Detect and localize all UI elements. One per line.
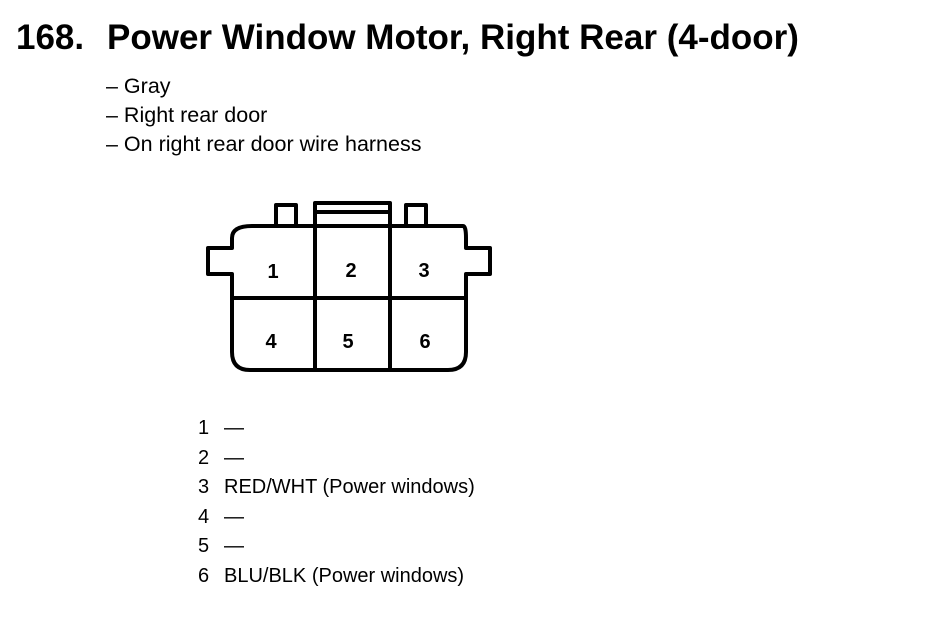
list-item: 2— (198, 444, 475, 474)
connector-housing (206, 224, 492, 372)
pin-1-label: 1 (267, 261, 278, 283)
section-number: 168. (16, 18, 85, 57)
pin-wire: — (224, 535, 244, 558)
pin-wire: — (224, 505, 244, 528)
pin-3-label: 3 (418, 260, 429, 282)
left-latch (274, 203, 298, 228)
pin-number: 5 (198, 535, 210, 558)
pin-wire: — (224, 417, 244, 439)
detail-location: – Right rear door (106, 103, 268, 127)
list-item: 4— (198, 503, 475, 533)
section-title: Power Window Motor, Right Rear (4-door) (107, 18, 799, 57)
list-item: 3 RED/WHT (Power windows) (198, 473, 475, 503)
center-key (313, 201, 392, 228)
pin-wire: — (224, 446, 244, 469)
pin-wire: BLU/BLK (Power windows) (224, 564, 465, 587)
pin-6-label: 6 (419, 331, 430, 353)
pin-4-label: 4 (265, 331, 277, 353)
right-latch (404, 203, 428, 228)
detail-color: – Gray (106, 74, 171, 98)
pin-number: 1 (198, 417, 210, 439)
list-item: 5— (198, 532, 475, 562)
pin-wire: RED/WHT (Power windows) (224, 476, 475, 499)
page-title: 168. Power Window Motor, Right Rear (4-do… (16, 16, 799, 60)
detail-harness: – On right rear door wire harness (106, 132, 422, 156)
pin-number: 2 (198, 446, 210, 469)
pin-2-label: 2 (345, 260, 356, 282)
pin-number: 3 (198, 476, 210, 499)
pin-5-label: 5 (342, 331, 353, 353)
list-item: 1— (198, 414, 475, 444)
connector-details: – Gray – Right rear door – On right rear… (106, 72, 421, 159)
pin-number: 6 (198, 564, 210, 587)
list-item: 6 BLU/BLK (Power windows) (198, 562, 475, 592)
pin-number: 4 (198, 505, 210, 528)
